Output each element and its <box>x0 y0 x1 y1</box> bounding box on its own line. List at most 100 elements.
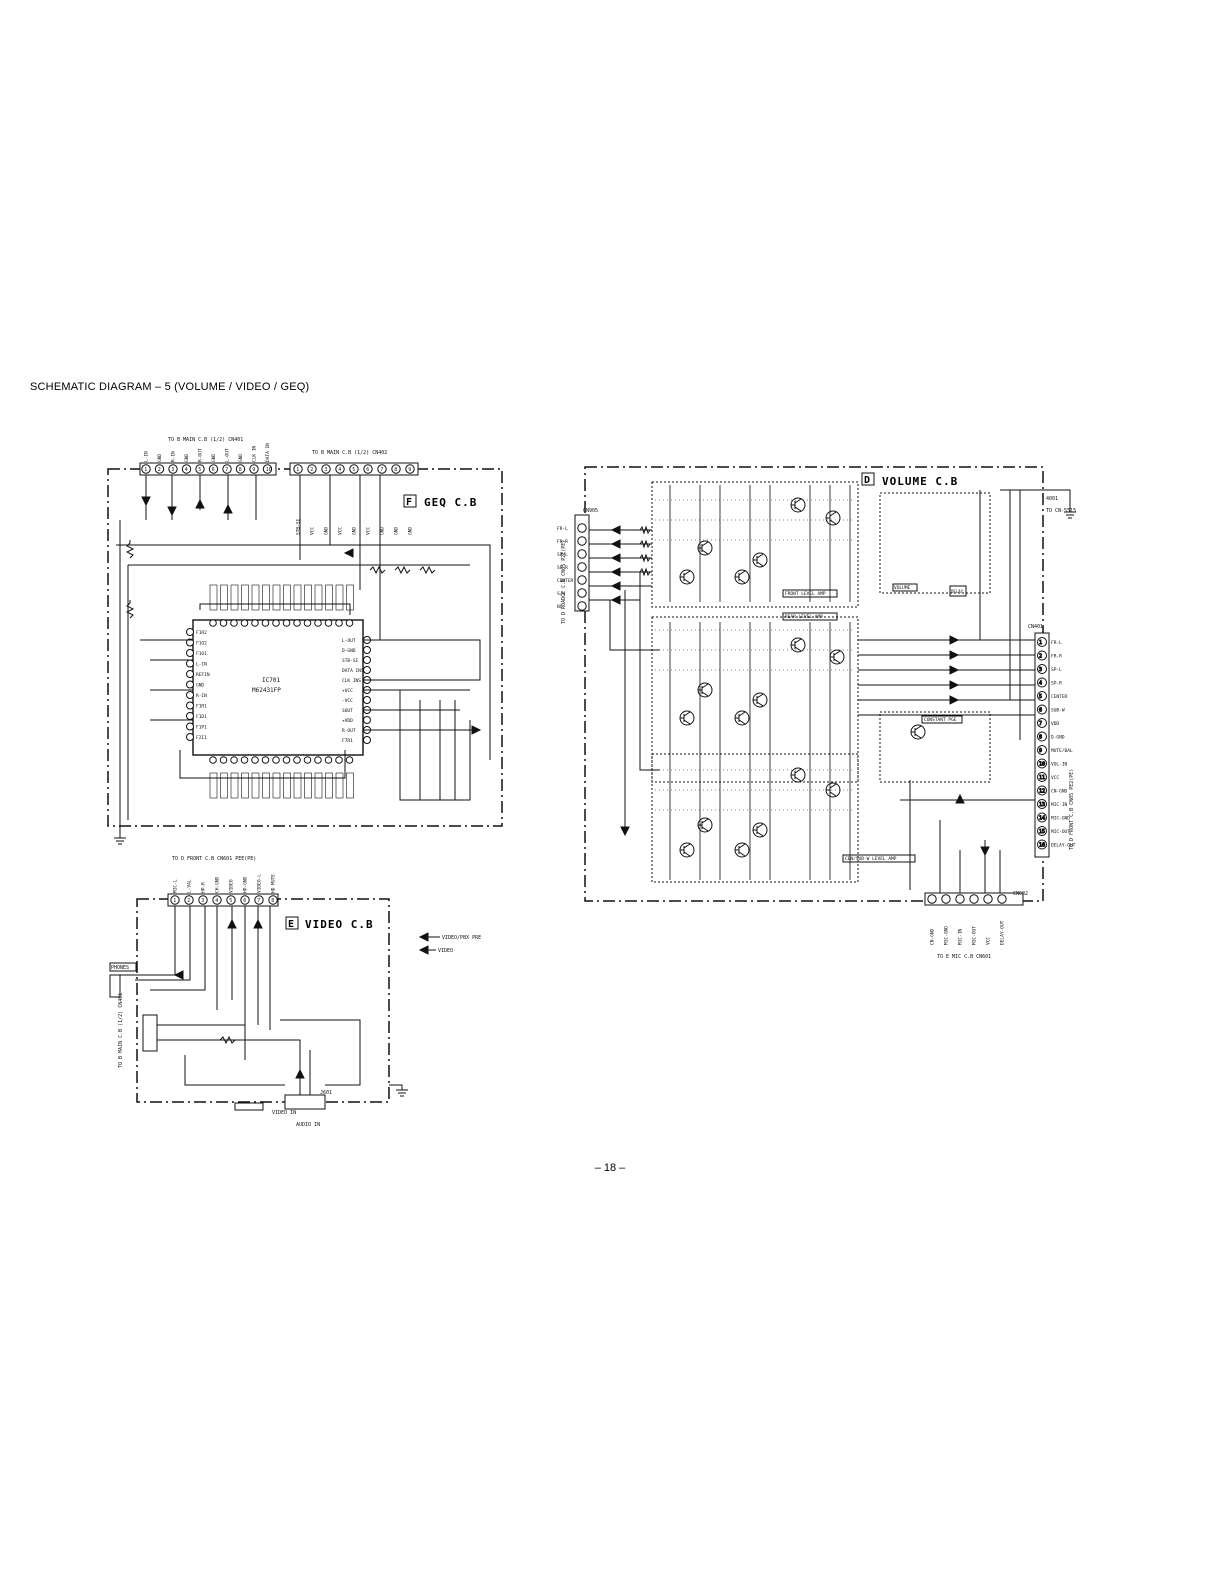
capacitor-pair <box>209 584 218 611</box>
ic-pin-label: CLK INS <box>342 678 361 684</box>
connector-pin-number: 6 <box>1039 708 1042 714</box>
connector-pin <box>577 562 587 572</box>
transistor-leads <box>791 498 802 512</box>
ic-pin <box>324 619 333 627</box>
connector-pin <box>1037 650 1047 661</box>
connector-pin <box>168 464 178 474</box>
ic-pin-label: +VCC <box>342 688 353 694</box>
capacitor-pair <box>304 772 312 799</box>
connector-pin-label: CN-GND <box>1051 789 1068 795</box>
ic-pin-label: GND <box>196 683 204 689</box>
capacitor-pair <box>304 584 312 611</box>
connector-pin-number: 4 <box>185 467 188 473</box>
connector-pin-label: L-IN <box>144 451 150 462</box>
connector-pin-label: MUTE/BAL <box>1051 748 1073 754</box>
ic-pin-label: -VCC <box>342 698 353 704</box>
connector-pin <box>307 464 317 474</box>
volume-input-label: TO D ROADCE C.B CN05 P2E(PE) <box>561 540 567 624</box>
connector-pin-label: DELAY-OUT <box>1000 920 1006 945</box>
connector-pin-label: FR-R <box>557 539 568 545</box>
ic-pin <box>293 619 301 627</box>
connector-pin <box>1037 664 1047 674</box>
ic-pin <box>186 733 194 741</box>
connector-pin-label: VCC <box>986 937 992 945</box>
ic-pin <box>363 656 371 664</box>
capacitor-pair <box>335 584 344 611</box>
ic-pin <box>335 756 343 764</box>
ic-pin-label: F1O2 <box>196 641 207 647</box>
capacitor-pair <box>230 584 239 611</box>
connector-pin-label: CENTER <box>1051 694 1068 700</box>
ic-pin-label: F1P1 <box>196 725 207 731</box>
volume-input-ref: CN905 <box>583 508 598 514</box>
connector-pin <box>1037 826 1047 836</box>
connector-pin-number: 5 <box>1039 694 1042 700</box>
connector-pin-label: GND <box>380 527 386 535</box>
ic-pin <box>272 619 280 627</box>
ic-pin <box>282 619 291 627</box>
connector-pin <box>391 464 401 474</box>
ic-pin <box>363 736 371 744</box>
ic-pin <box>345 619 354 627</box>
connector-pin <box>321 464 331 474</box>
connector-pin <box>927 894 937 904</box>
ic-pin-label: R-IN <box>196 693 207 699</box>
transistor-leads <box>680 843 691 857</box>
connector-pin <box>955 894 965 904</box>
ic-pin <box>186 638 194 647</box>
connector-pin <box>293 464 303 474</box>
capacitor-pair <box>272 584 281 611</box>
connector-pin-label: MIC-GND <box>944 926 950 945</box>
block-label-rear: REAR LEVEL AMP <box>785 614 823 620</box>
connector-pin-number: 1 <box>144 467 147 473</box>
connector-pin-label: CLK IN <box>252 445 258 462</box>
connector-pin-label: S/W <box>557 591 565 597</box>
connector-pin <box>208 464 219 474</box>
capacitor-pair <box>251 584 260 611</box>
connector-pin-number: 5 <box>198 467 201 473</box>
connector-pin-label: VOL-IN <box>1051 762 1068 768</box>
connector-pin-number: 2 <box>187 898 190 904</box>
capacitor-pair <box>293 772 302 799</box>
connector-pin-label: MIC-IN <box>1051 802 1068 808</box>
connector-pin <box>222 464 232 474</box>
ic-pin <box>186 659 194 668</box>
capacitor-pair <box>283 772 291 799</box>
capacitor-pair <box>262 584 270 611</box>
connector-pin-label: VCC <box>366 527 372 535</box>
connector-pin <box>1037 691 1047 701</box>
ic-pin <box>209 756 217 764</box>
volume-board-outline <box>584 466 1044 902</box>
front-level-amp-block <box>651 481 859 608</box>
transistor-leads <box>791 768 802 782</box>
video-jack-ref: J601 <box>320 1090 332 1096</box>
transistor-leads <box>680 711 691 725</box>
connector-pin-number: 4 <box>338 467 341 473</box>
ic-pin-label: R-OUT <box>342 728 356 734</box>
connector-pin-number: 9 <box>1039 748 1042 754</box>
ic-pin-label: STB-SI <box>342 658 359 664</box>
block-label-delay: DELAY <box>951 589 964 594</box>
connector-pin <box>1037 758 1047 769</box>
connector-pin <box>1037 839 1047 850</box>
ic-pin <box>186 701 194 710</box>
block-label-constant: CONSTANT PGE <box>924 717 957 723</box>
ic-pin-label: F1R1 <box>196 704 207 710</box>
connector-pin <box>1037 718 1047 728</box>
connector-pin-number: 10 <box>266 467 272 473</box>
connector-pin-label: R-OUT <box>198 448 204 462</box>
capacitor-pair <box>262 772 270 799</box>
geq-board-outline <box>107 468 503 827</box>
connector-pin-number: 9 <box>252 467 255 473</box>
ic-pin <box>186 722 194 731</box>
volume-ref-top-right: 4001 <box>1046 496 1058 502</box>
connector-pin-label: GND <box>238 454 244 462</box>
block-label-front: FRONT LEVEL AMP <box>785 591 826 597</box>
connector-pin-label: GND <box>184 454 190 462</box>
connector-pin-number: 15 <box>1039 829 1045 835</box>
connector-pin-label: CENTER <box>557 578 574 584</box>
connector-pin-number: 2 <box>1039 654 1042 660</box>
connector-pin <box>240 895 250 905</box>
video-side-label: TO B MAIN C.B (1/2) CN401 <box>118 993 124 1068</box>
connector-pin-number: 3 <box>171 467 174 473</box>
